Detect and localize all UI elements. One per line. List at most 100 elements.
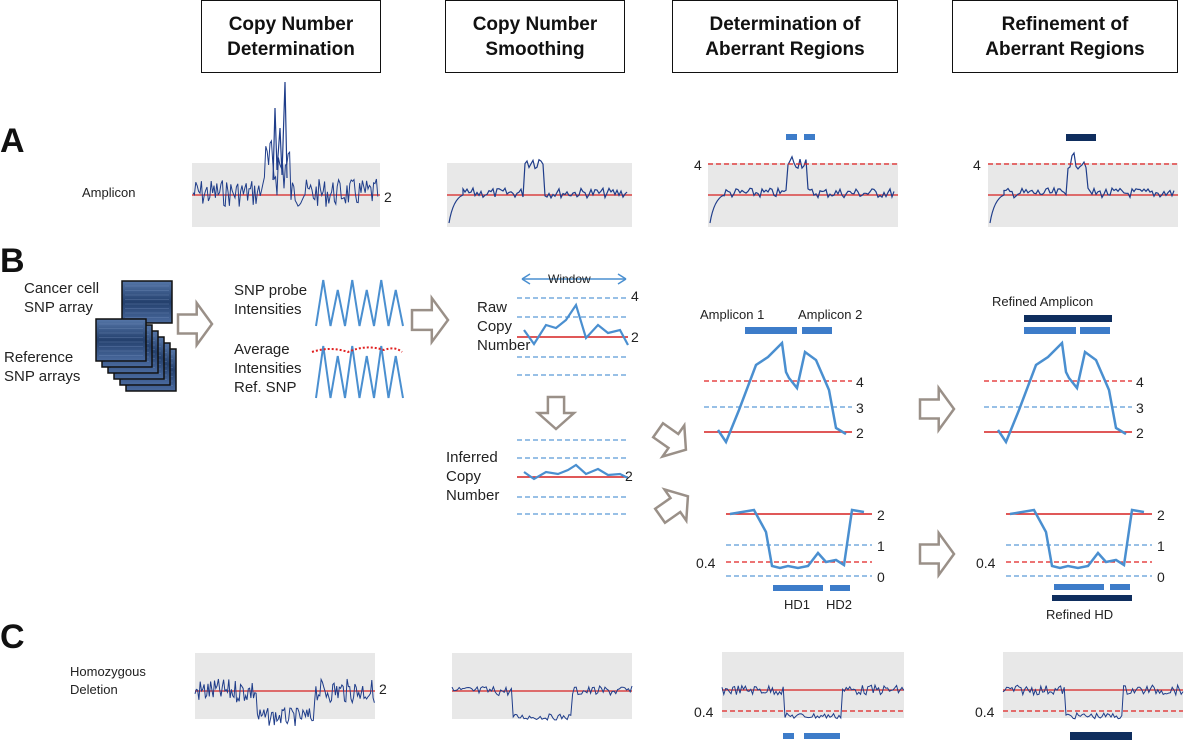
header-copy-number-determination: Copy Number Determination <box>201 0 381 73</box>
segment-bar <box>786 134 797 140</box>
header-copy-number-smoothing: Copy Number Smoothing <box>445 0 625 73</box>
raw-signal-trace <box>192 139 379 208</box>
cn-tick-0: 0 <box>877 569 885 585</box>
cn-tick-0: 0 <box>1157 569 1165 585</box>
smoothed-signal-trace <box>709 155 895 224</box>
amplicon-trace <box>716 340 847 445</box>
process-arrow <box>534 395 578 431</box>
deletion-signal-trace <box>721 683 905 720</box>
refined-hd-bar <box>1052 595 1132 601</box>
window-arrowhead-left <box>521 273 531 285</box>
amplicon-2-bar <box>802 327 832 334</box>
cn-tick-4: 4 <box>856 374 864 390</box>
cn-tick-4: 4 <box>1136 374 1144 390</box>
cn-tick-2: 2 <box>877 507 885 523</box>
threshold-label: 0.4 <box>975 704 995 720</box>
segment-bar <box>804 134 815 140</box>
threshold-label: 0.4 <box>696 555 716 571</box>
cn-tick-1: 1 <box>877 538 885 554</box>
amplicon-2-bar <box>1080 327 1110 334</box>
average-intensity-triangle-wave <box>315 345 404 399</box>
deletion-signal-trace <box>194 677 375 727</box>
cn-tick-3: 3 <box>856 400 864 416</box>
segment-bar <box>804 733 840 739</box>
process-arrow <box>651 421 688 459</box>
deletion-signal-trace <box>451 684 633 721</box>
refined-hd-label: Refined HD <box>1046 607 1113 622</box>
panel-bg <box>452 653 632 719</box>
hd1-bar <box>773 585 823 591</box>
chip-body <box>95 318 147 362</box>
threshold-label: 0.4 <box>976 555 996 571</box>
cn-tick-3: 3 <box>1136 400 1144 416</box>
smoothed-signal-trace <box>448 158 628 224</box>
window-arrowhead-right <box>617 273 627 285</box>
refined-segment-bar <box>1070 732 1132 740</box>
inferred-cn-trace <box>523 463 629 481</box>
panel-bg <box>1003 652 1183 718</box>
chip-body <box>121 280 173 324</box>
header-title: Copy Number Determination <box>227 13 355 60</box>
hd2-label: HD2 <box>826 597 852 612</box>
hd-trace <box>729 508 865 570</box>
snp-probe-triangle-wave <box>315 279 404 327</box>
smoothed-signal-trace <box>989 151 1175 224</box>
cn-tick-2: 2 <box>856 425 864 441</box>
header-title: Refinement of Aberrant Regions <box>985 13 1145 60</box>
header-refinement-aberrant: Refinement of Aberrant Regions <box>952 0 1178 73</box>
spike-trace <box>272 81 288 181</box>
hd2-bar <box>830 585 850 591</box>
cn-tick-4: 4 <box>631 288 639 304</box>
process-arrow-group <box>653 487 690 525</box>
row-label-amplicon: Amplicon <box>82 185 135 200</box>
header-determination-aberrant: Determination of Aberrant Regions <box>672 0 898 73</box>
refined-amplicon-label: Refined Amplicon <box>992 294 1093 309</box>
raw-cn-trace <box>523 302 629 346</box>
header-title: Copy Number Smoothing <box>472 13 598 60</box>
cn-tick-4: 4 <box>694 157 702 173</box>
cn-tick-2: 2 <box>384 189 392 205</box>
reference-average-dotted-line <box>311 346 403 354</box>
amplicon-1-bar <box>1024 327 1076 334</box>
section-letter-a: A <box>0 122 25 160</box>
panel-bg <box>722 652 904 718</box>
cn-tick-1: 1 <box>1157 538 1165 554</box>
refined-amplicon-bar <box>1024 315 1112 322</box>
process-arrow <box>918 529 956 579</box>
hd2-bar <box>1110 584 1130 590</box>
process-arrow <box>653 487 690 525</box>
window-label: Window <box>548 272 591 286</box>
process-arrow <box>918 384 956 434</box>
header-title: Determination of Aberrant Regions <box>705 13 865 60</box>
segment-bar <box>783 733 794 739</box>
cn-tick-2: 2 <box>1157 507 1165 523</box>
cancer-snp-chip <box>121 280 173 324</box>
section-letter-c: C <box>0 618 25 656</box>
threshold-label: 0.4 <box>694 704 714 720</box>
process-arrow <box>176 299 214 349</box>
amplicon-1-bar <box>745 327 797 334</box>
reference-snp-chip <box>95 318 147 362</box>
refined-segment-bar <box>1066 134 1096 141</box>
amplicon-2-label: Amplicon 2 <box>798 307 862 322</box>
process-arrow <box>410 294 450 346</box>
hd-trace <box>1009 508 1145 570</box>
process-arrow-group <box>651 421 688 459</box>
cn-tick-2: 2 <box>625 468 633 484</box>
amplicon-trace <box>996 340 1127 445</box>
hd1-label: HD1 <box>784 597 810 612</box>
cn-tick-2: 2 <box>631 329 639 345</box>
cn-tick-2: 2 <box>1136 425 1144 441</box>
amplicon-1-label: Amplicon 1 <box>700 307 764 322</box>
hd1-bar <box>1054 584 1104 590</box>
cn-tick-2: 2 <box>379 681 387 697</box>
cn-tick-4: 4 <box>973 157 981 173</box>
